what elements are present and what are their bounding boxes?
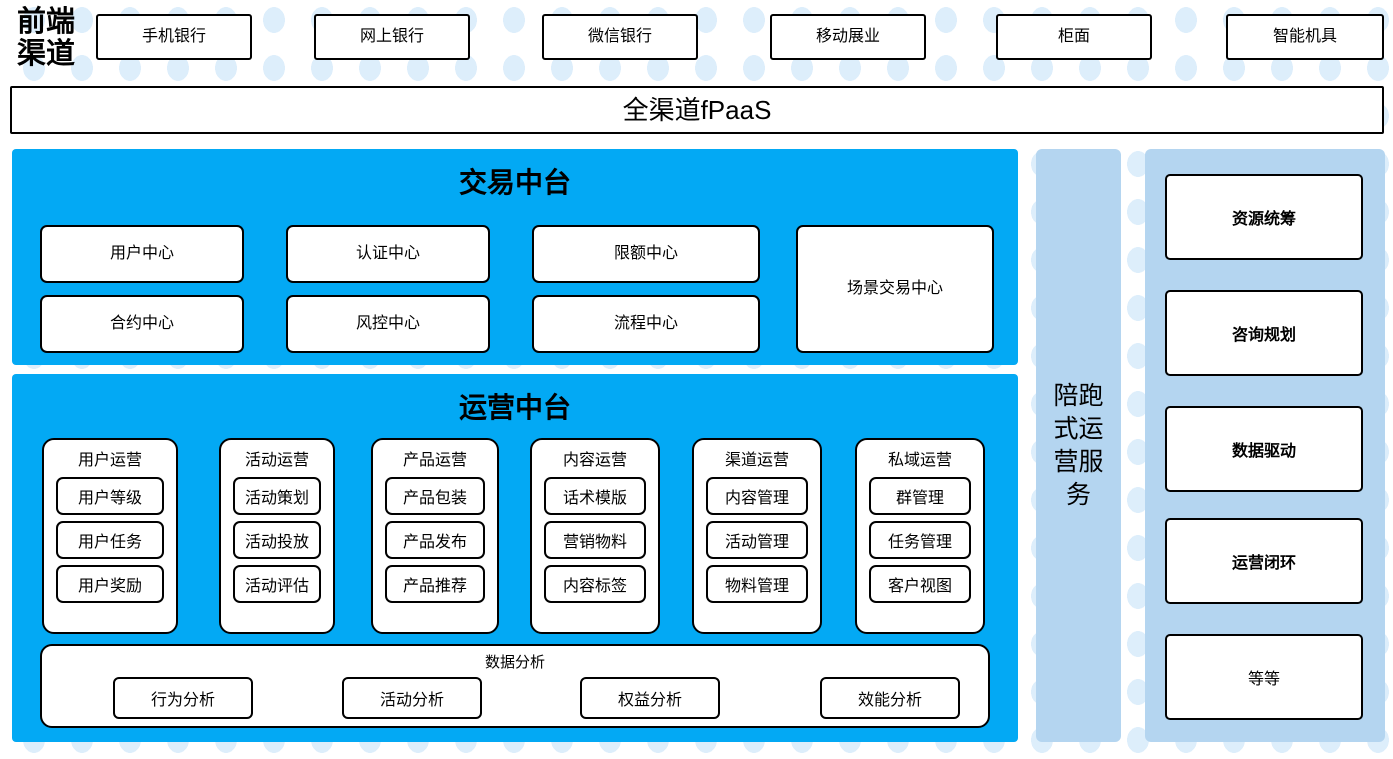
ops-sub-item[interactable]: 产品推荐 — [385, 565, 485, 603]
ops-column-title: 用户运营 — [77, 452, 142, 469]
trade-box-7[interactable]: 场景交易中心 — [796, 225, 994, 353]
channel-label-line-2: 渠道 — [16, 38, 75, 70]
trade-box-2[interactable]: 认证中心 — [286, 225, 490, 283]
ops-column-6: 私域运营群管理任务管理客户视图 — [855, 438, 985, 634]
ops-column-title: 私域运营 — [887, 452, 952, 469]
ops-sub-item[interactable]: 话术模版 — [544, 477, 646, 515]
trade-platform-title: 交易中台 — [458, 167, 571, 198]
ops-column-1: 用户运营用户等级用户任务用户奖励 — [42, 438, 178, 634]
accompanying-operation-service-column: 陪跑式运营服务 — [1036, 149, 1121, 742]
analysis-item-3[interactable]: 权益分析 — [580, 677, 720, 719]
ops-sub-item[interactable]: 任务管理 — [869, 521, 971, 559]
ops-sub-item[interactable]: 物料管理 — [706, 565, 808, 603]
trade-box-1[interactable]: 用户中心 — [40, 225, 244, 283]
trade-box-4[interactable]: 合约中心 — [40, 295, 244, 353]
channel-box-3[interactable]: 微信银行 — [542, 14, 698, 60]
front-end-channel-label: 前端 渠道 — [2, 2, 90, 74]
ops-column-2: 活动运营活动策划活动投放活动评估 — [219, 438, 335, 634]
ops-column-title: 活动运营 — [244, 452, 309, 469]
channel-box-6[interactable]: 智能机具 — [1226, 14, 1384, 60]
analysis-item-4[interactable]: 效能分析 — [820, 677, 960, 719]
ops-column-3: 产品运营产品包装产品发布产品推荐 — [371, 438, 499, 634]
capability-column: 资源统筹咨询规划数据驱动运营闭环等等 — [1145, 149, 1385, 742]
ops-sub-item[interactable]: 群管理 — [869, 477, 971, 515]
ops-column-title: 渠道运营 — [724, 452, 789, 469]
operations-platform-title: 运营中台 — [458, 392, 571, 423]
capability-box-1[interactable]: 资源统筹 — [1165, 174, 1363, 260]
ops-sub-item[interactable]: 客户视图 — [869, 565, 971, 603]
analysis-item-2[interactable]: 活动分析 — [342, 677, 482, 719]
ops-sub-item[interactable]: 活动投放 — [233, 521, 321, 559]
ops-column-5: 渠道运营内容管理活动管理物料管理 — [692, 438, 822, 634]
trade-box-3[interactable]: 限额中心 — [532, 225, 760, 283]
capability-box-4[interactable]: 运营闭环 — [1165, 518, 1363, 604]
ops-sub-item[interactable]: 活动策划 — [233, 477, 321, 515]
trade-middle-platform-panel: 交易中台 用户中心认证中心限额中心合约中心风控中心流程中心场景交易中心 — [12, 149, 1018, 365]
ops-column-title: 产品运营 — [402, 452, 467, 469]
operations-middle-platform-panel: 运营中台 用户运营用户等级用户任务用户奖励活动运营活动策划活动投放活动评估产品运… — [12, 374, 1018, 742]
channel-box-5[interactable]: 柜面 — [996, 14, 1152, 60]
ops-sub-item[interactable]: 活动评估 — [233, 565, 321, 603]
capability-box-5[interactable]: 等等 — [1165, 634, 1363, 720]
ops-column-4: 内容运营话术模版营销物料内容标签 — [530, 438, 660, 634]
capability-box-2[interactable]: 咨询规划 — [1165, 290, 1363, 376]
ops-sub-item[interactable]: 内容管理 — [706, 477, 808, 515]
channel-box-1[interactable]: 手机银行 — [96, 14, 252, 60]
data-analysis-title: 数据分析 — [484, 654, 545, 671]
capability-box-3[interactable]: 数据驱动 — [1165, 406, 1363, 492]
data-analysis-container: 数据分析 行为分析 活动分析 权益分析 效能分析 — [40, 644, 990, 728]
ops-sub-item[interactable]: 用户任务 — [56, 521, 164, 559]
service-column-label: 陪跑式运营服务 — [1053, 381, 1104, 509]
ops-sub-item[interactable]: 产品发布 — [385, 521, 485, 559]
ops-sub-item[interactable]: 用户等级 — [56, 477, 164, 515]
ops-sub-item[interactable]: 营销物料 — [544, 521, 646, 559]
analysis-item-1[interactable]: 行为分析 — [113, 677, 253, 719]
channel-box-4[interactable]: 移动展业 — [770, 14, 926, 60]
ops-sub-item[interactable]: 内容标签 — [544, 565, 646, 603]
ops-sub-item[interactable]: 产品包装 — [385, 477, 485, 515]
trade-box-6[interactable]: 流程中心 — [532, 295, 760, 353]
ops-column-title: 内容运营 — [562, 452, 627, 469]
channel-box-2[interactable]: 网上银行 — [314, 14, 470, 60]
trade-box-5[interactable]: 风控中心 — [286, 295, 490, 353]
ops-sub-item[interactable]: 活动管理 — [706, 521, 808, 559]
ops-sub-item[interactable]: 用户奖励 — [56, 565, 164, 603]
omni-channel-fpaas-bar: 全渠道fPaaS — [10, 86, 1384, 134]
channel-label-line-1: 前端 — [16, 5, 75, 38]
